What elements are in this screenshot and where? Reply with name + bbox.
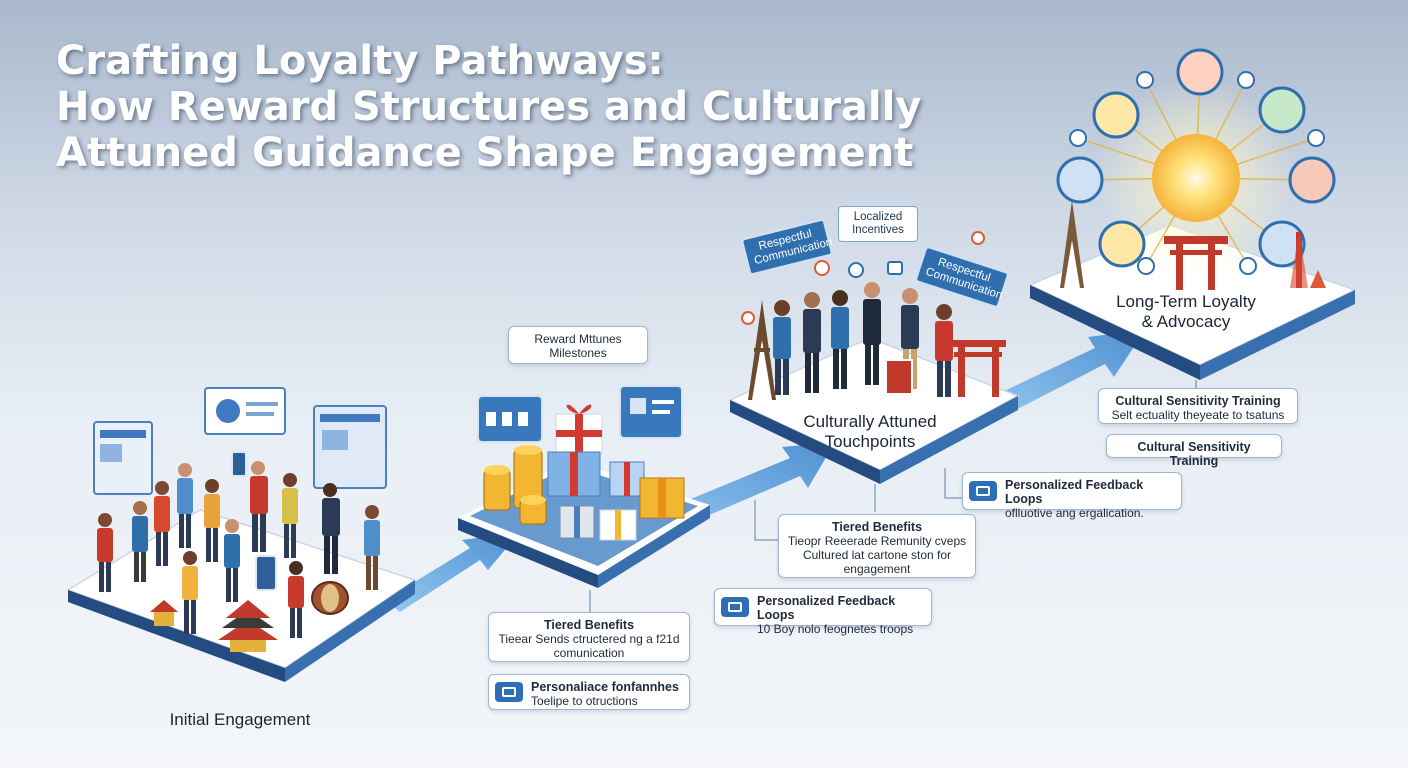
node-city (1258, 220, 1306, 268)
people-group-3 (773, 282, 953, 397)
node-palace (1258, 86, 1306, 134)
coin-stacks (483, 445, 547, 525)
page-title: Crafting Loyalty Pathways: How Reward St… (56, 38, 921, 176)
callout-reward-milestones: Reward Mttunes Milestones (508, 326, 648, 364)
screen-left (93, 421, 153, 495)
node-museum (1092, 91, 1140, 139)
stage-label-line: & Advocacy (1141, 312, 1231, 331)
node-people-top (1176, 48, 1224, 96)
callout-line: engagement (843, 562, 911, 576)
people-group-1 (97, 451, 380, 638)
callout-heading: Tiered Benefits (543, 618, 635, 632)
bubble-localized-incentives: Localized Incentives (838, 206, 918, 242)
stage-label-long-term-loyalty: Long-Term Loyalty & Advocacy (1096, 292, 1276, 332)
callout-heading: Tiered Benefits (831, 520, 923, 534)
node-portrait (1288, 156, 1336, 204)
callout-line: Selt ectuality theyeate to tsatuns (1111, 408, 1285, 422)
callout-cultural-training-2: Cultural Sensitivity Training (1106, 434, 1282, 468)
callout-line: oflluotive ang ergalication. (1005, 506, 1144, 520)
callout-line: Reward Mttunes (534, 332, 622, 346)
callout-heading: Cultural Sensitivity Training (1137, 440, 1251, 468)
node-app (1098, 220, 1146, 268)
floating-icons (741, 231, 985, 325)
title-line-3: Attuned Guidance Shape Engagement (56, 130, 914, 176)
callout-line: Toelipe to otructions (531, 694, 638, 708)
callout-heading: Personalized Feedback Loops (1005, 478, 1144, 506)
sun-icon (1152, 134, 1240, 222)
phone-icon (255, 555, 277, 591)
connector-lines (589, 380, 1197, 612)
gift-boxes (547, 404, 685, 541)
callout-heading: Cultural Sensitivity Training (1115, 394, 1281, 408)
callout-personalized-1: Personaliace fonfannhes Toelipe to otruc… (488, 674, 690, 710)
stage-label-line: Culturally Attuned (803, 412, 937, 431)
node-community (1056, 156, 1104, 204)
title-line-2: How Reward Structures and Culturally (56, 84, 922, 130)
feedback-icon (495, 682, 523, 702)
arrow-1 (385, 532, 520, 612)
stage-label-initial-engagement: Initial Engagement (150, 710, 330, 730)
callout-line: Milestones (549, 346, 607, 360)
landmarks-stage-4 (1060, 200, 1326, 290)
callout-line: Cultured lat cartone ston for (802, 548, 952, 562)
callout-personalized-2: Personalized Feedback Loops 10 Boy nolo … (714, 588, 932, 636)
feedback-icon (721, 597, 749, 617)
title-line-1: Crafting Loyalty Pathways: (56, 38, 664, 84)
callout-line: 10 Boy nolo feognetes troops (757, 622, 914, 636)
callout-heading: Personaliace fonfannhes (531, 680, 679, 694)
callout-line: Tieear Sends ctructered ng a f21d (498, 632, 680, 646)
callout-cultural-training-1: Cultural Sensitivity Training Selt ectua… (1098, 388, 1298, 424)
engagement-screens (93, 387, 387, 495)
stage-label-text: Initial Engagement (169, 710, 311, 729)
eiffel-tower-icon (748, 300, 776, 400)
drum-icon (311, 581, 349, 615)
torii-gate-icon (950, 340, 1006, 397)
callout-heading: Personalized Feedback Loops (757, 594, 896, 622)
stage-label-line: Touchpoints (824, 432, 916, 451)
callout-tiered-benefits-1: Tiered Benefits Tieear Sends ctructered … (488, 612, 690, 662)
reward-screens (477, 385, 683, 443)
callout-tiered-benefits-2: Tiered Benefits Tieopr Reeerade Remunity… (778, 514, 976, 578)
phone-icon (231, 451, 247, 477)
stage-label-line: Long-Term Loyalty (1116, 292, 1256, 311)
pagoda-icon (150, 600, 278, 652)
callout-personalized-3: Personalized Feedback Loops oflluotive a… (962, 472, 1182, 520)
feedback-icon (969, 481, 997, 501)
stage-label-culturally-attuned: Culturally Attuned Touchpoints (780, 412, 960, 452)
callout-line: comunication (553, 646, 625, 660)
network-hub (1056, 48, 1336, 278)
screen-right (313, 405, 387, 489)
info-kiosk (885, 359, 913, 395)
callout-line: Tieopr Reeerade Remunity cveps (787, 534, 967, 548)
platform-initial-engagement (66, 509, 417, 682)
arrow-3 (985, 330, 1145, 418)
